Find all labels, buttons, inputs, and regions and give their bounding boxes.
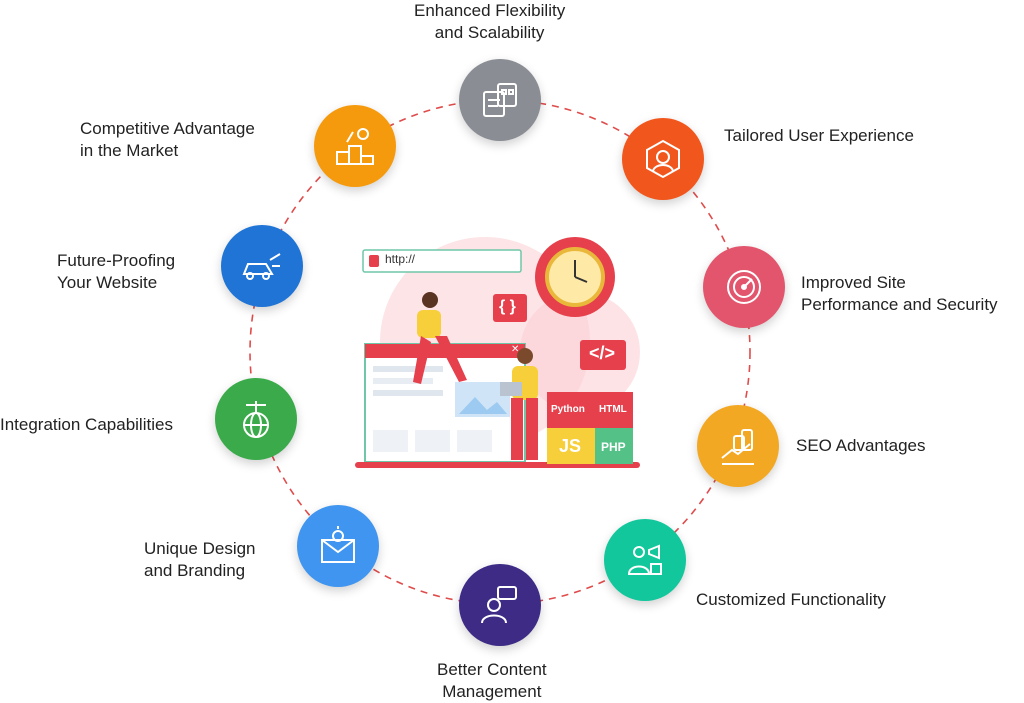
podium-climber-icon xyxy=(336,128,374,165)
puzzle-js-text: JS xyxy=(559,436,582,456)
node-performance xyxy=(703,246,785,328)
node-future-proofing xyxy=(221,225,303,307)
circuit-car-icon xyxy=(242,253,281,280)
label-integration: Integration Capabilities xyxy=(0,415,173,434)
label-seo: SEO Advantages xyxy=(796,436,926,455)
url-text: http:// xyxy=(385,252,416,266)
speedometer-icon xyxy=(727,270,761,304)
devices-icon xyxy=(483,83,517,117)
node-content-management xyxy=(459,564,541,646)
node-competitive xyxy=(314,105,396,187)
puzzle-html-text: HTML xyxy=(599,404,627,415)
growth-hand-icon xyxy=(721,429,754,465)
user-network-icon xyxy=(646,139,680,179)
person-chat-icon xyxy=(481,586,517,624)
globe-network-icon xyxy=(243,401,269,438)
node-design xyxy=(297,505,379,587)
node-seo xyxy=(697,405,779,487)
node-integration xyxy=(215,378,297,460)
gear-clock-icon xyxy=(535,237,615,317)
puzzle-python-text: Python xyxy=(551,404,585,415)
label-user-experience: Tailored User Experience xyxy=(724,126,914,145)
node-user-experience xyxy=(622,118,704,200)
envelope-bulb-icon xyxy=(321,526,355,563)
node-functionality xyxy=(604,519,686,601)
code-tag-text: </> xyxy=(589,343,616,363)
megaphone-user-icon xyxy=(627,544,662,575)
puzzle-php-text: PHP xyxy=(601,440,626,454)
label-functionality: Customized Functionality xyxy=(696,590,886,609)
central-illustration: http:// { } </> ✕ Python HTML JS PHP xyxy=(355,232,645,472)
close-text: ✕ xyxy=(511,344,520,355)
node-flexibility xyxy=(459,59,541,141)
braces-text: { } xyxy=(499,298,516,315)
